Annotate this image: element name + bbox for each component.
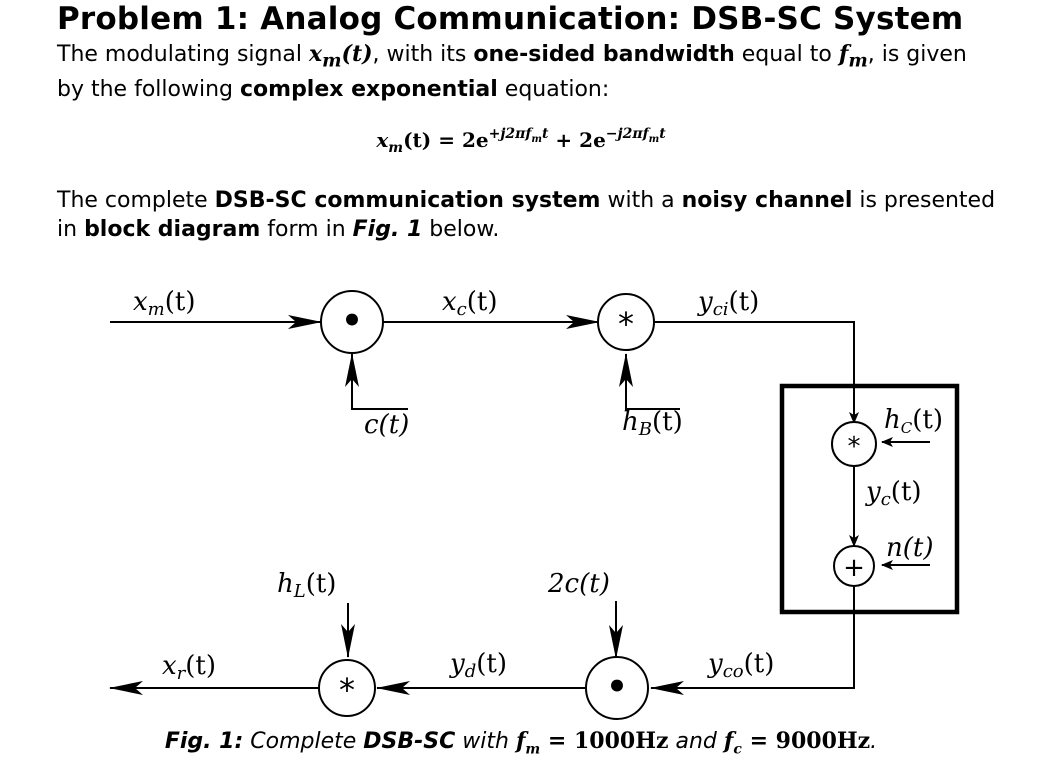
svg-text:*: * [848,432,861,462]
multiplier-node-2: • [585,656,649,720]
label-hl: hL(t) [277,569,336,602]
symbol-fm: fm [838,41,868,72]
bold-noisy-channel: noisy channel [681,188,853,213]
label-hc: hC(t) [884,405,943,437]
svg-text:*: * [618,305,634,343]
fig-reference: Fig. 1 [352,217,423,242]
wire-yci [654,321,859,424]
signal-symbol-xm: xm(t) [309,41,373,72]
bold-complex-exponential: complex exponential [239,77,498,103]
svg-text:+: + [843,553,865,583]
figure-caption: Fig. 1: Complete DSB-SC with fm = 1000Hz… [164,728,878,758]
label-xr: xr(t) [162,651,216,684]
summing-node-noise: + [833,545,875,587]
wire-hb [619,353,680,410]
label-ct: c(t) [364,410,409,440]
intro-paragraph: The modulating signal xm(t), with its on… [57,41,967,103]
multiplier-node-1: • [320,290,384,354]
label-nt: n(t) [886,533,933,563]
channel-box [779,383,960,615]
svg-text:•: • [341,301,363,341]
convolution-node-channel: * [831,421,877,467]
label-yc: yc(t) [865,477,922,510]
equation-xm: xm(t) = 2e+j2πfmt + 2e−j2πfmt [376,126,666,156]
label-2ct: 2c(t) [547,569,610,599]
label-xc: xc(t) [442,287,498,320]
svg-text:•: • [606,667,628,707]
convolution-node-lpf: * [318,659,376,717]
convolution-node-bpf: * [597,293,655,351]
label-yci: yci(t) [697,287,759,320]
svg-text:*: * [339,671,355,709]
bold-one-sided-bandwidth: one-sided bandwidth [473,42,735,67]
bold-block-diagram: block diagram [84,217,261,242]
problem-title: Problem 1: Analog Communication: DSB-SC … [57,1,964,37]
wire-ct [345,353,408,410]
label-hb: hB(t) [622,407,683,440]
wire-yco [650,585,855,695]
label-yco: yco(t) [707,649,774,682]
bold-dsb-sc-system: DSB-SC communication system [214,188,601,213]
system-paragraph: The complete DSB-SC communication system… [57,188,996,242]
label-xm: xm(t) [133,287,196,320]
label-yd: yd(t) [449,649,507,682]
